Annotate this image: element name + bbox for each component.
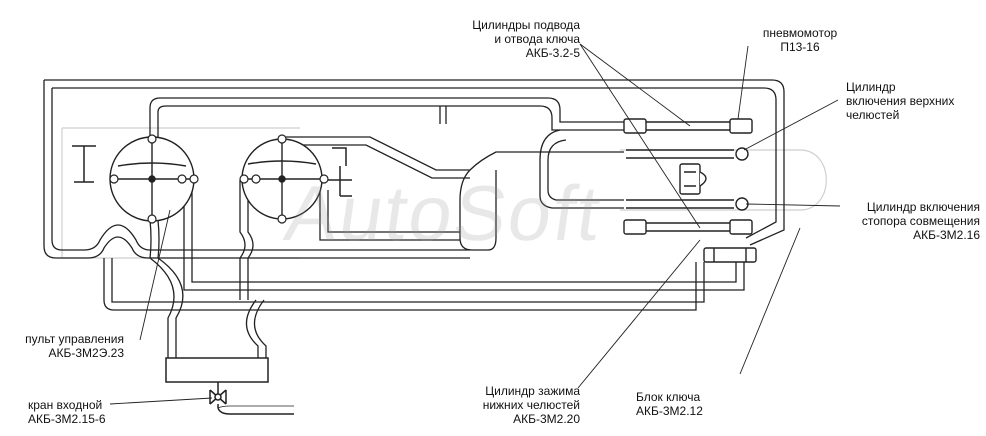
manifold (165, 357, 294, 415)
label-stopper-line3: АКБ-3М2.16 (913, 228, 980, 242)
handles (72, 145, 352, 197)
label-inlet-valve-line2: АКБ-3М2.15-6 (28, 412, 106, 426)
label-upper-jaws-cylinder: Цилиндр включения верхних челюстей (846, 80, 954, 122)
label-lower-jaws-line1: Цилиндр зажима (485, 384, 580, 398)
label-inlet-valve-line1: кран входной (28, 398, 103, 412)
inner-pipe-loop (149, 97, 624, 138)
label-control-panel-line1: пульт управления (25, 332, 124, 346)
label-feed-cylinders-line1: Цилиндры подвода (472, 18, 580, 32)
label-control-panel: пульт управления АКБ-3М2Э.23 (0, 332, 124, 360)
label-lower-jaws-line2: нижних челюстей (482, 398, 580, 412)
label-feed-cylinders: Цилиндры подвода и отвода ключа АКБ-3.2-… (426, 18, 580, 60)
label-lower-jaws-cylinder: Цилиндр зажима нижних челюстей АКБ-3М2.2… (430, 384, 580, 426)
outer-pipe-loop (43, 79, 785, 259)
label-key-block: Блок ключа АКБ-3М2.12 (636, 390, 703, 418)
label-upper-jaws-line1: Цилиндр (846, 80, 896, 94)
label-air-motor-line1: пневмомотор (762, 26, 838, 40)
port-circles (109, 134, 329, 224)
cylinders (623, 118, 757, 263)
diagonal-pipes (286, 129, 624, 251)
label-inlet-valve: кран входной АКБ-3М2.15-6 (28, 398, 106, 426)
label-upper-jaws-line2: включения верхних (846, 94, 955, 108)
label-key-block-line1: Блок ключа (636, 390, 701, 404)
leader-lines (109, 43, 841, 405)
label-air-motor: пневмомотор П13-16 (750, 26, 850, 54)
control-panel-right (241, 138, 323, 220)
label-air-motor-line2: П13-16 (780, 40, 820, 54)
label-feed-cylinders-line3: АКБ-3.2-5 (525, 46, 580, 60)
label-stopper-line1: Цилиндр включения (866, 200, 980, 214)
label-key-block-line2: АКБ-3М2.12 (636, 404, 703, 418)
label-feed-cylinders-line2: и отвода ключа (494, 32, 580, 46)
label-upper-jaws-line3: челюстей (846, 108, 900, 122)
label-stopper-line2: стопора совмещения (861, 214, 980, 228)
supply-lines (149, 219, 267, 358)
label-control-panel-line2: АКБ-3М2Э.23 (48, 346, 124, 360)
watermark-text: AutoSoft (279, 169, 608, 257)
bottom-pipes (103, 180, 745, 311)
label-lower-jaws-line3: АКБ-3М2.20 (513, 412, 580, 426)
label-stopper-cylinder: Цилиндр включения стопора совмещения АКБ… (830, 200, 980, 242)
